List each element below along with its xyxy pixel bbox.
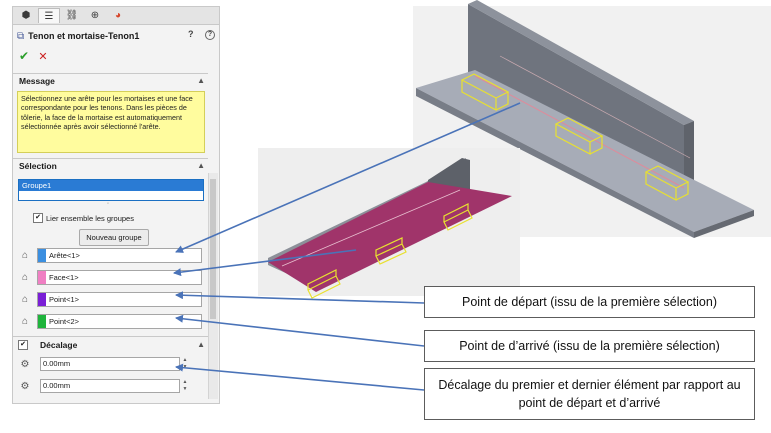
display-manager-tab[interactable]: ◕ (107, 8, 129, 23)
property-manager-icon: ☰ (44, 10, 54, 22)
ok-button[interactable]: ✔ (19, 49, 30, 63)
callout-arrows (173, 102, 521, 391)
arrow-face (173, 249, 357, 277)
selection-collapse-icon[interactable]: ▲ (197, 161, 205, 170)
start-point-color-swatch (38, 293, 46, 306)
feature-title-row: ⧉ Tenon et mortaise-Tenon1 ? ? (17, 29, 217, 43)
base-front-edge (416, 88, 694, 238)
group-listbox[interactable]: Groupe1 (18, 179, 204, 201)
feature-title: Tenon et mortaise-Tenon1 (28, 31, 140, 41)
tab-2 (375, 237, 407, 265)
start-point-label: Point<1> (49, 295, 80, 304)
tab-1 (307, 269, 341, 299)
detailed-help-button[interactable]: ? (205, 30, 215, 40)
centerline (281, 189, 461, 267)
panel-scrollbar[interactable] (208, 173, 218, 399)
bent-sheet-view (413, 0, 771, 238)
offset-start-icon: ⚙ (20, 358, 30, 370)
offset-start-spinner[interactable]: ▲▼ (182, 357, 188, 370)
offset-header: Décalage (40, 340, 78, 350)
message-box: Sélectionnez une arête pour les mortaise… (17, 91, 205, 153)
cancel-button[interactable]: ✕ (38, 51, 48, 63)
arrow-end-point (175, 314, 425, 347)
arrow-start-point (175, 291, 425, 304)
message-header: Message (19, 76, 55, 86)
offset-end-icon: ⚙ (20, 380, 30, 392)
divider (13, 336, 208, 337)
edge-selection-field[interactable]: Arête<1> (37, 248, 202, 263)
new-group-button[interactable]: Nouveau groupe (79, 229, 149, 246)
face-color-swatch (38, 271, 46, 284)
panel-tabs: ⬢ ☰ ⛓ ⊕ ◕ (13, 7, 219, 25)
end-point-label: Point<2> (49, 317, 80, 326)
offset-end-spinner[interactable]: ▲▼ (182, 379, 188, 392)
end-point-field[interactable]: Point<2> (37, 314, 202, 329)
selection-header: Sélection (19, 161, 57, 171)
configuration-manager-icon: ⛓ (65, 10, 79, 21)
dimxpert-icon: ⊕ (90, 10, 100, 21)
link-groups-label: Lier ensemble les groupes (46, 213, 134, 223)
message-collapse-icon[interactable]: ▲ (197, 76, 205, 85)
slot-highlights (460, 73, 690, 201)
face-highlight-line (499, 55, 691, 159)
slot-3 (644, 165, 690, 201)
tab-3 (443, 203, 473, 231)
flange-top (468, 0, 694, 125)
link-groups-checkbox[interactable]: ✔ (33, 213, 43, 223)
tab-highlights (307, 203, 473, 299)
feature-manager-icon: ⬢ (21, 10, 31, 21)
tab-and-slot-icon: ⧉ (17, 30, 25, 42)
slot-2 (554, 117, 604, 155)
offset-end-input[interactable]: 0.00mm (40, 379, 180, 393)
callout-start-point: Point de départ (issu de la première sél… (424, 286, 755, 318)
start-point-field[interactable]: Point<1> (37, 292, 202, 307)
flat-part-view (258, 148, 520, 299)
callout-offset: Décalage du premier et dernier élément p… (424, 368, 755, 420)
offset-checkbox[interactable]: ✔ (18, 340, 28, 350)
divider (13, 158, 208, 159)
offset-collapse-icon[interactable]: ▲ (197, 340, 205, 349)
display-manager-icon: ◕ (114, 10, 122, 21)
slot-1 (460, 73, 510, 111)
list-resize-handle[interactable]: ◦ (107, 201, 110, 207)
feature-manager-tab[interactable]: ⬢ (15, 8, 37, 23)
property-manager-panel: ⬢ ☰ ⛓ ⊕ ◕ ⧉ Tenon et mortaise-Tenon1 ? ?… (12, 6, 220, 404)
edge-select-icon: ⌂ (21, 249, 29, 261)
link-groups-row: ✔ Lier ensemble les groupes (33, 213, 134, 223)
group-list-item[interactable]: Groupe1 (19, 180, 203, 191)
base-side-edge (694, 210, 754, 238)
start-point-select-icon: ⌂ (21, 293, 29, 305)
face-selection-label: Face<1> (49, 273, 79, 282)
edge-highlight-line (474, 75, 685, 189)
arrow-offset (175, 363, 425, 391)
callout-end-point: Point de d’arrivé (issu de la première s… (424, 330, 755, 362)
ok-cancel-row: ✔ ✕ (19, 49, 48, 63)
scrollbar-thumb[interactable] (210, 179, 216, 319)
face-selection-field[interactable]: Face<1> (37, 270, 202, 285)
arrow-edge (175, 102, 521, 253)
divider (13, 73, 208, 74)
edge-selection-label: Arête<1> (49, 251, 80, 260)
help-button[interactable]: ? (188, 29, 194, 39)
selected-face (268, 182, 512, 292)
edge-color-swatch (38, 249, 46, 262)
end-point-color-swatch (38, 315, 46, 328)
end-point-select-icon: ⌂ (21, 315, 29, 327)
offset-start-input[interactable]: 0.00mm (40, 357, 180, 371)
configuration-manager-tab[interactable]: ⛓ (61, 8, 83, 23)
face-select-icon: ⌂ (21, 271, 29, 283)
dimxpert-tab[interactable]: ⊕ (84, 8, 106, 23)
property-manager-tab[interactable]: ☰ (38, 8, 60, 23)
